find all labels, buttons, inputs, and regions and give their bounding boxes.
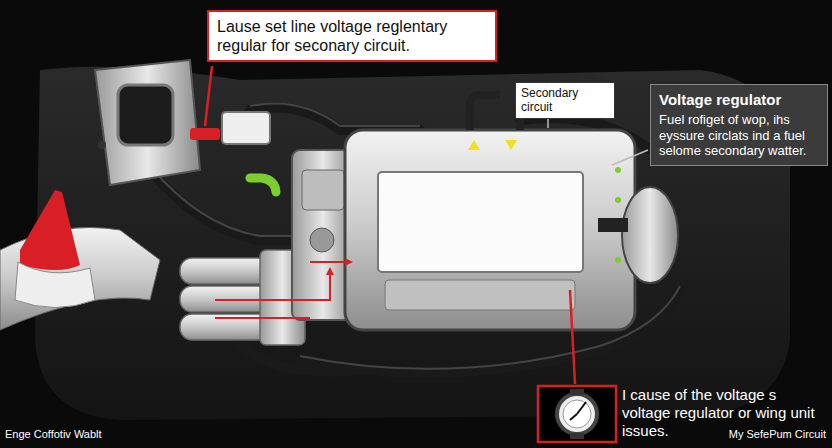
illustration-circle xyxy=(615,167,621,173)
illustration-rect xyxy=(180,258,270,284)
illustration-rect xyxy=(385,280,575,310)
node-heading: Secondary circuit xyxy=(521,86,609,115)
flow-arrows xyxy=(468,140,517,150)
unit-pipes xyxy=(470,95,520,130)
illustration-path xyxy=(205,66,212,126)
illustration-circle xyxy=(98,141,106,149)
illustration-path xyxy=(470,95,500,130)
illustration-circle xyxy=(563,400,591,428)
fluid-bottle xyxy=(15,190,95,308)
illustration-path xyxy=(612,150,648,165)
illustration-path xyxy=(95,60,200,185)
hoses xyxy=(150,108,680,373)
watermark: My SefePum Circuit xyxy=(700,428,826,441)
info-panel: Voltage regulatorFuel rofiget of wop, ih… xyxy=(650,84,828,166)
illustration-path xyxy=(468,140,480,150)
illustration-path xyxy=(326,267,334,275)
voltage-regulator-unit xyxy=(345,130,678,330)
illustration-path xyxy=(20,190,80,270)
label-box: Secondary circuit xyxy=(515,82,615,119)
air-pipe xyxy=(0,228,160,331)
illustration-rect xyxy=(190,128,220,140)
illustration-path xyxy=(15,262,95,308)
cylinder-bundle xyxy=(180,250,305,345)
illustration-path xyxy=(250,104,420,127)
callout-box: Lause set line voltage reglentary regula… xyxy=(207,10,497,62)
illustration-path xyxy=(215,317,310,319)
illustration-ellipse xyxy=(622,187,678,283)
illustration-circle xyxy=(615,197,621,203)
illustration-circle xyxy=(310,228,334,252)
illustration-rect xyxy=(570,389,584,395)
illustration-path xyxy=(577,402,586,414)
red-wires xyxy=(215,262,345,318)
illustration-path xyxy=(570,290,575,384)
node-body: Fuel rofiget of wop, ihs eyssure circlat… xyxy=(659,112,819,159)
red-arrowheads xyxy=(326,258,353,275)
connector-plug xyxy=(190,112,270,144)
illustration-rect xyxy=(570,433,584,439)
illustration-rect xyxy=(222,112,270,144)
watch-callout xyxy=(538,386,616,442)
illustration-path xyxy=(505,140,517,150)
illustration-rect xyxy=(538,386,616,442)
illustration-path xyxy=(250,178,276,192)
illustration-path xyxy=(310,261,345,263)
illustration-rect xyxy=(302,170,344,210)
node-heading: Voltage regulator xyxy=(659,91,819,109)
intake-manifold xyxy=(95,60,200,185)
illustration-path xyxy=(570,414,577,420)
illustration-circle xyxy=(557,394,597,434)
illustration-rect xyxy=(378,172,583,272)
illustration-path xyxy=(215,275,330,300)
illustration-rect xyxy=(345,130,635,330)
illustration-rect xyxy=(598,218,628,232)
node-heading: Lause set line voltage reglentary regula… xyxy=(217,17,487,55)
illustration-rect xyxy=(118,85,173,145)
illustration-path xyxy=(345,258,353,266)
illustration-circle xyxy=(615,257,621,263)
watermark: Enge Coffotiv Wablt xyxy=(5,428,205,441)
hose-highlights xyxy=(150,104,680,369)
